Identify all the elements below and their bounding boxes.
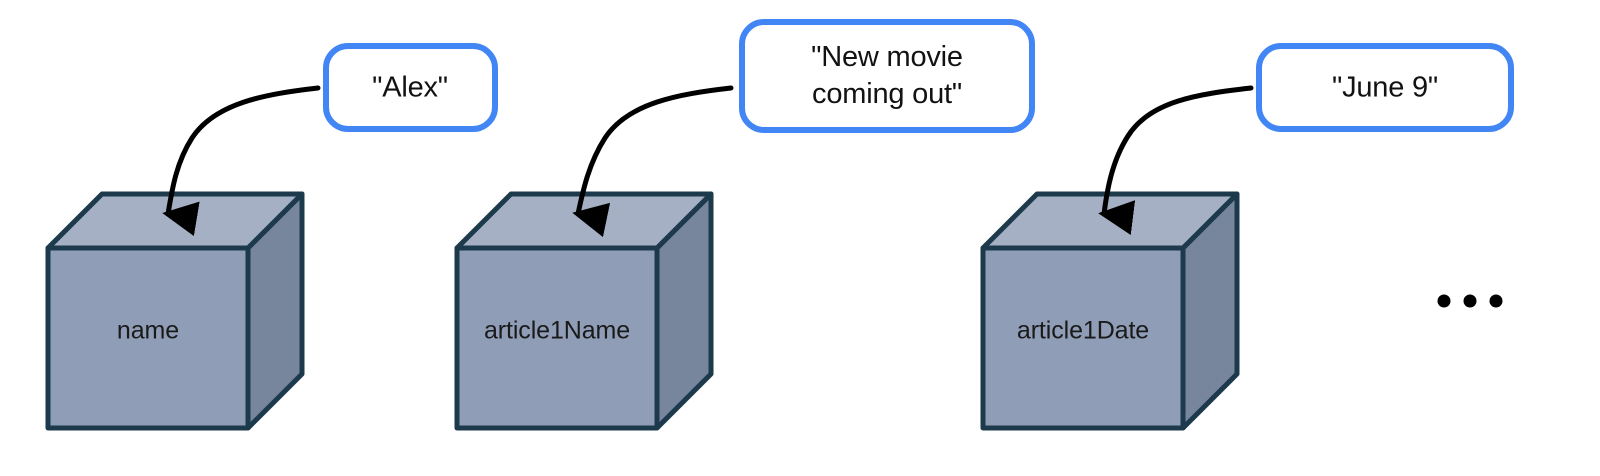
cube-front-face (454, 245, 660, 431)
ellipsis-icon (1437, 294, 1503, 308)
cube-name (45, 191, 305, 431)
callout-new-movie (739, 19, 1035, 133)
cube-article1name (454, 191, 714, 431)
callout-june-9 (1256, 43, 1514, 132)
cube-front-face (45, 245, 251, 431)
cubes-layer (45, 191, 1240, 431)
arrow-to-name (162, 85, 321, 237)
arrow-to-article1name (572, 85, 734, 238)
arrow-to-article1date (1098, 85, 1254, 235)
callout-alex (323, 43, 498, 132)
ellipsis-dot (1437, 294, 1451, 308)
cube-article1date-label: article1Date (1016, 316, 1150, 345)
callout-june-9-text: "June 9" (1331, 71, 1439, 104)
cube-name-label: name (116, 316, 180, 345)
arrows-layer (162, 85, 1254, 238)
cube-article1date (980, 191, 1240, 431)
callout-alex-text: "Alex" (372, 71, 448, 104)
cube-front-face (980, 245, 1186, 431)
callouts-layer (323, 19, 1514, 133)
ellipsis-dot (1489, 294, 1503, 308)
ellipsis-dot (1463, 294, 1477, 308)
cube-article1name-label: article1Name (483, 316, 631, 345)
callout-new-movie-text: "New movie coming out" (811, 40, 963, 110)
